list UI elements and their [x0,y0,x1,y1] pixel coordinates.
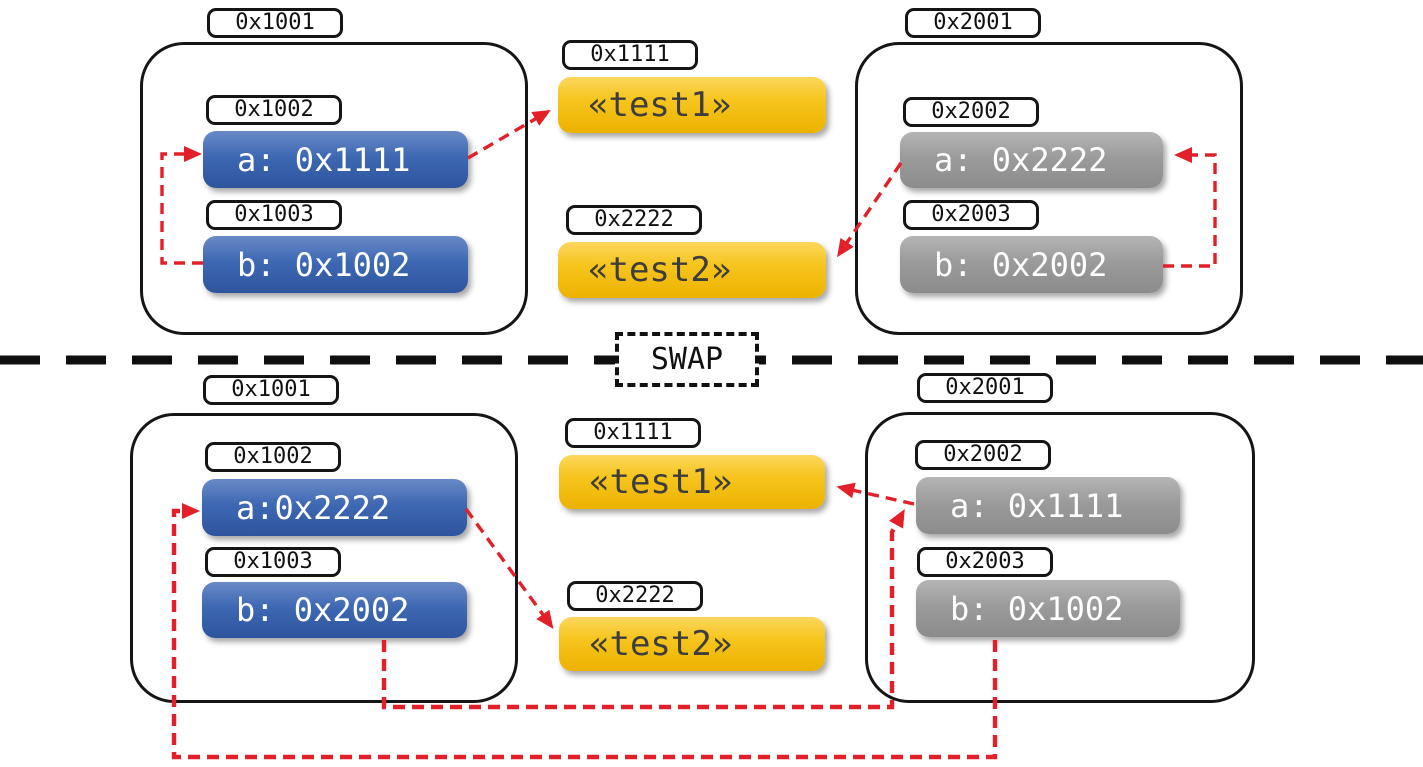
address-tab-0x2001-after: 0x2001 [917,373,1053,403]
string-box-test2-before: «test2» [558,242,826,298]
var-slot-a-left-before: a: 0x1111 [203,131,468,188]
address-tab-0x1111-after: 0x1111 [565,418,701,448]
var-slot-b-right-before: b: 0x2002 [900,236,1163,293]
string-box-test1-before: «test1» [558,77,826,133]
address-tab-0x2222-before: 0x2222 [566,205,702,235]
address-tab-0x1001-before: 0x1001 [207,8,343,38]
address-tab-0x2003-before: 0x2003 [903,200,1039,230]
var-slot-a-right-before: a: 0x2222 [900,132,1163,188]
var-slot-a-right-after: a: 0x1111 [916,477,1180,534]
address-tab-0x1001-after: 0x1001 [203,375,339,405]
stack-frame-0x1001-before [140,42,528,335]
string-box-test1-after: «test1» [559,455,825,509]
address-tab-0x1003-before: 0x1003 [206,200,342,230]
address-tab-0x2002-before: 0x2002 [903,97,1039,127]
address-tab-0x1002-before: 0x1002 [206,95,342,125]
address-tab-0x2001-before: 0x2001 [905,8,1041,38]
swap-label-box: SWAP [615,332,759,387]
address-tab-0x2222-after: 0x2222 [567,581,703,611]
var-slot-b-left-before: b: 0x1002 [203,236,468,293]
address-tab-0x2003-after: 0x2003 [917,547,1053,577]
var-slot-b-right-after: b: 0x1002 [916,580,1180,637]
var-slot-a-left-after: a:0x2222 [202,479,467,536]
var-slot-b-left-after: b: 0x2002 [202,582,467,638]
address-tab-0x1003-after: 0x1003 [205,547,341,577]
string-box-test2-after: «test2» [559,617,825,671]
address-tab-0x1111-before: 0x1111 [562,40,698,70]
address-tab-0x1002-after: 0x1002 [205,442,341,472]
address-tab-0x2002-after: 0x2002 [915,440,1051,470]
